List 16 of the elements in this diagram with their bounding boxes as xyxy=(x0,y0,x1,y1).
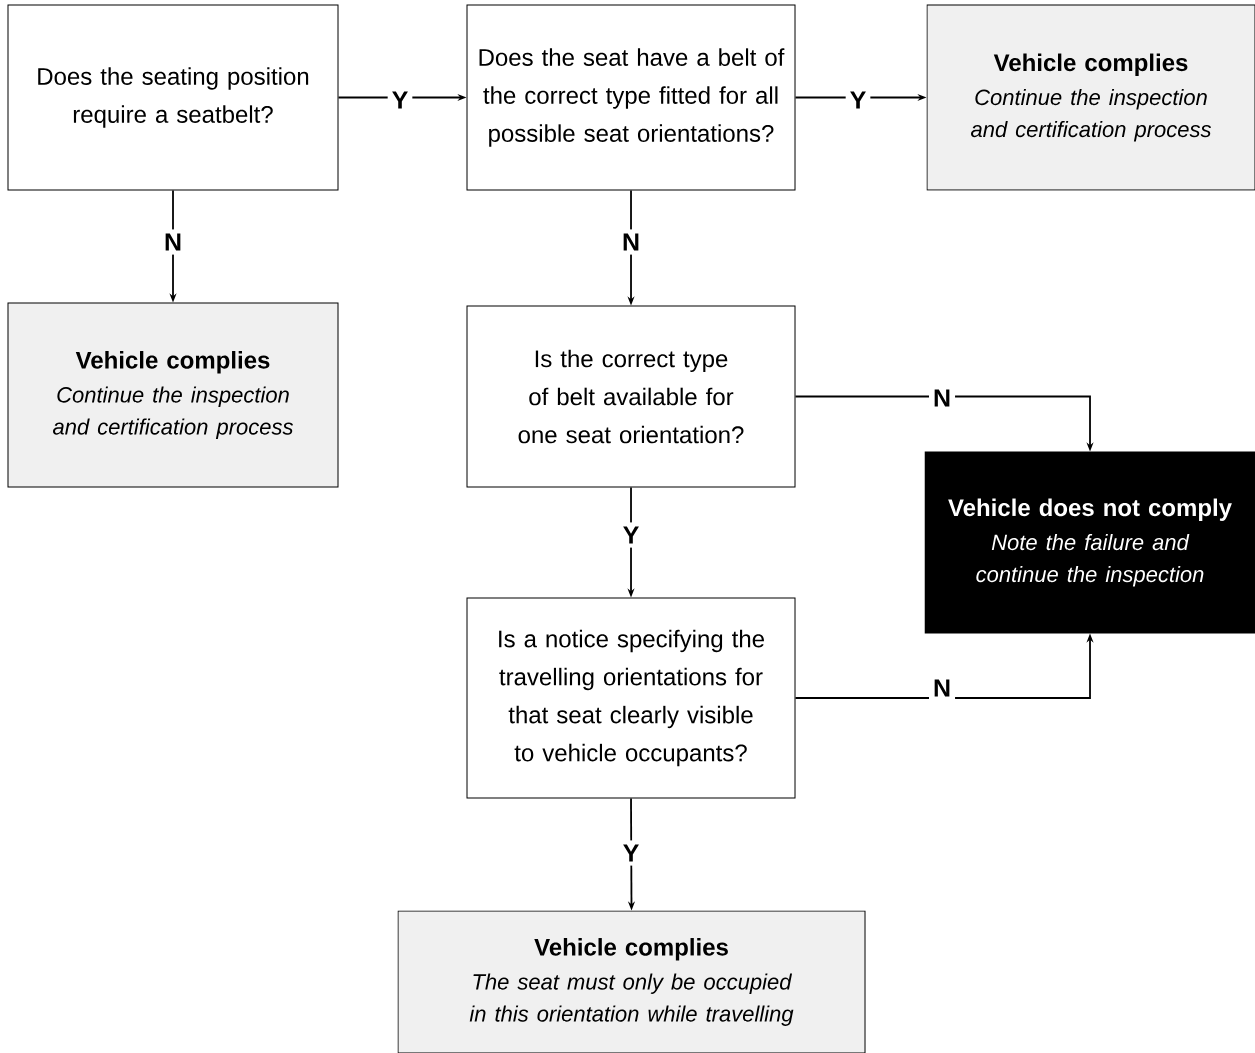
question-box: Is the correct type of belt available for one seat orientation? xyxy=(466,305,796,488)
result-box: Vehicle does not comply Note the failure and continue the inspection xyxy=(924,451,1255,634)
edge-label: Y xyxy=(387,87,413,113)
edge-label: Y xyxy=(618,522,644,548)
edge-label: N xyxy=(160,229,187,255)
question-box: Does the seating position require a seatbelt? xyxy=(7,4,339,191)
edge-label: Y xyxy=(618,840,644,866)
edge-label: Y xyxy=(845,87,871,113)
edge-label: N xyxy=(929,675,956,701)
question-box: Is a notice specifying the travelling orientations for that seat clearly visible to vehicle occupants? xyxy=(466,597,796,799)
edge-label: N xyxy=(929,385,956,411)
edge-label: N xyxy=(618,229,645,255)
question-box: Does the seat have a belt of the correct type fitted for all possible seat orientations? xyxy=(466,4,796,191)
result-box: Vehicle complies The seat must only be occupied in this orientation while travelling xyxy=(397,910,866,1053)
result-box: Vehicle complies Continue the inspection and certification process xyxy=(926,4,1255,191)
result-box: Vehicle complies Continue the inspection and certification process xyxy=(7,302,339,488)
